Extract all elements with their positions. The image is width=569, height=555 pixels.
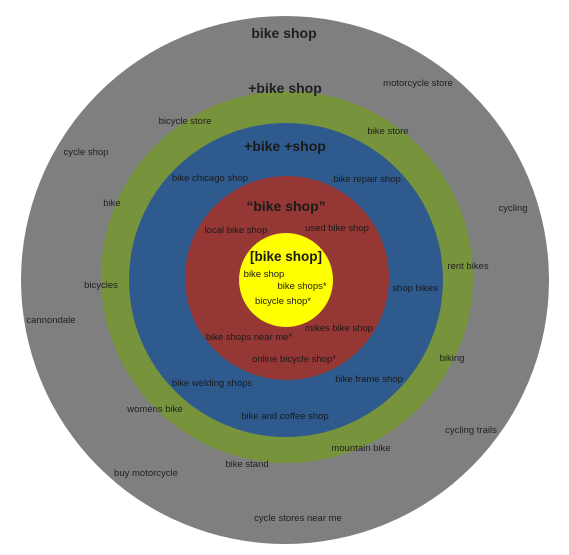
keyword-broad: bike stand <box>225 459 268 470</box>
keyword-broad: bicycles <box>84 280 118 291</box>
keyword-phrase: mikes bike shop <box>305 323 373 334</box>
exact-match-core <box>239 233 333 327</box>
keyword-broad: bicycle store <box>159 116 212 127</box>
keyword-broad: mountain bike <box>331 443 390 454</box>
keyword-broad: rent bikes <box>447 261 488 272</box>
keyword-modified-broad: bike repair shop <box>333 174 401 185</box>
keyword-outer: cannondale <box>26 315 75 326</box>
ring-title-outer: bike shop <box>251 25 316 41</box>
keyword-outer: cycling trails <box>445 425 497 436</box>
keyword-outer: cycle shop <box>64 147 109 158</box>
keyword-broad: bike <box>103 198 120 209</box>
keyword-exact: bike shop <box>244 269 285 280</box>
keyword-broad: biking <box>440 353 465 364</box>
keyword-modified-broad: shop bikes <box>392 283 438 294</box>
ring-title-exact: [bike shop] <box>250 249 322 264</box>
keyword-broad: womens bike <box>126 404 182 415</box>
keyword-exact: bicycle shop* <box>255 296 311 307</box>
keyword-phrase: online bicycle shop* <box>252 354 336 365</box>
keyword-phrase: bike shops near me* <box>206 332 293 343</box>
keyword-modified-broad: bike welding shops <box>172 378 253 389</box>
keyword-outer: buy motorcycle <box>114 468 178 479</box>
keyword-outer: cycling <box>498 203 527 214</box>
keyword-outer: cycle stores near me <box>254 513 342 524</box>
ring-title-phrase: “bike shop” <box>246 198 325 214</box>
ring-title-broad: +bike shop <box>248 80 322 96</box>
keyword-broad: bike store <box>367 126 408 137</box>
keyword-outer: motorcycle store <box>383 78 453 89</box>
ring-title-modified-broad: +bike +shop <box>244 138 326 154</box>
keyword-modified-broad: bike and coffee shop <box>241 411 329 422</box>
keyword-exact: bike shops* <box>277 281 326 292</box>
keyword-modified-broad: bike chicago shop <box>172 173 248 184</box>
keyword-phrase: used bike shop <box>305 223 369 234</box>
keyword-phrase: local bike shop <box>205 225 268 236</box>
keyword-modified-broad: bike frame shop <box>335 374 403 385</box>
